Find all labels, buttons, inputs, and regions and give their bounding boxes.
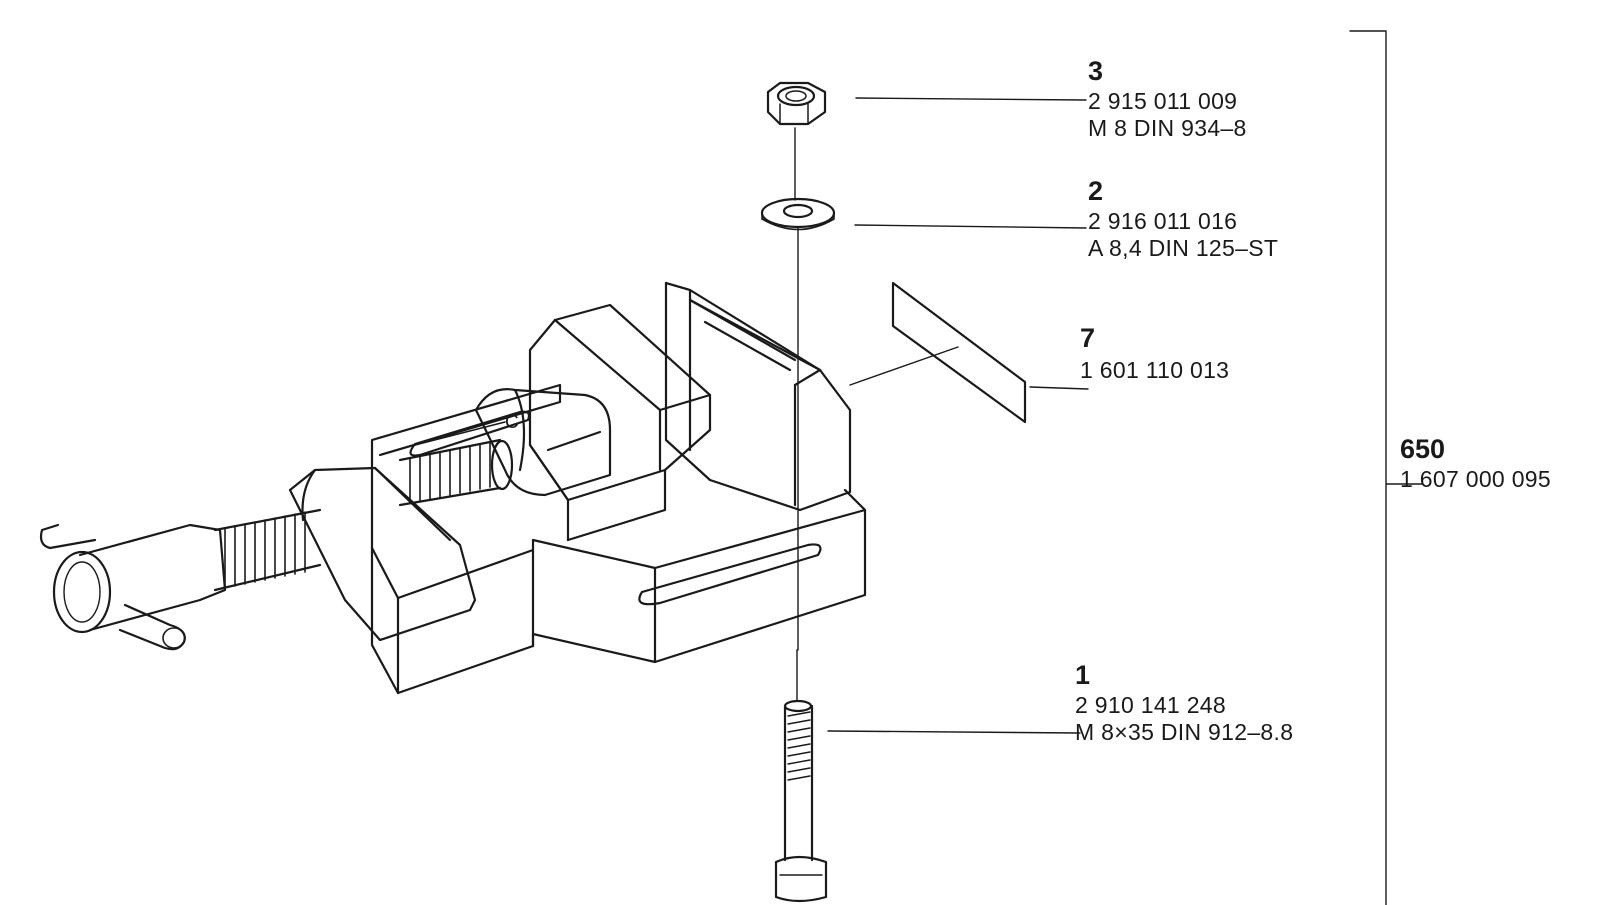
- part-spec: M 8×35 DIN 912–8.8: [1075, 718, 1294, 745]
- vise-mark: C: [505, 412, 519, 433]
- label-plate: [891, 281, 1027, 424]
- leader-lines: [827, 30, 1423, 905]
- callout-part-1: 1 2 910 141 248 M 8×35 DIN 912–8.8: [1075, 660, 1293, 746]
- base-slot: [638, 543, 822, 606]
- part-number: 2: [1088, 176, 1104, 206]
- leader-part-7: [849, 346, 1089, 390]
- callout-part-2: 2 2 916 011 016 A 8,4 DIN 125–ST: [1088, 176, 1278, 262]
- cap-screw: [774, 699, 828, 903]
- vise-base-plate: [370, 488, 867, 695]
- callout-part-3: 3 2 915 011 009 M 8 DIN 934–8: [1088, 56, 1247, 142]
- part-number: 1: [1075, 660, 1091, 690]
- t-pin-upper: [39, 523, 97, 550]
- lead-screw: [213, 421, 514, 592]
- handle-end: [52, 550, 112, 634]
- assembly-order-number: 1 607 000 095: [1400, 465, 1551, 492]
- part-order-number: 2 910 141 248: [1075, 691, 1226, 718]
- base-slot-rear: [409, 410, 531, 457]
- flat-washer: [760, 197, 836, 231]
- assembly-bracket: [1349, 30, 1423, 905]
- callout-assembly: 650 1 607 000 095: [1400, 434, 1551, 493]
- fixed-jaw: [664, 281, 852, 512]
- part-order-number: 2 915 011 009: [1088, 87, 1238, 114]
- hex-nut: [766, 81, 827, 126]
- part-order-number: 2 916 011 016: [1088, 207, 1238, 234]
- handle-shaft: [78, 523, 227, 632]
- part-order-number: 1 601 110 013: [1080, 356, 1230, 383]
- leader-part-1: [827, 730, 1081, 734]
- part-number: 7: [1080, 323, 1096, 353]
- callout-part-7: 7 1 601 110 013: [1080, 323, 1229, 384]
- part-spec: M 8 DIN 934–8: [1088, 114, 1247, 141]
- part-spec: A 8,4 DIN 125–ST: [1088, 234, 1279, 261]
- leader-part-3: [855, 97, 1087, 101]
- part-number: 3: [1088, 56, 1104, 86]
- leader-part-2: [854, 224, 1087, 229]
- drill-press-vise: [39, 281, 867, 695]
- jaw-boss: [474, 388, 612, 497]
- screw-housing: [288, 466, 477, 642]
- assembly-number: 650: [1400, 434, 1446, 464]
- t-pin-lower: [118, 603, 186, 651]
